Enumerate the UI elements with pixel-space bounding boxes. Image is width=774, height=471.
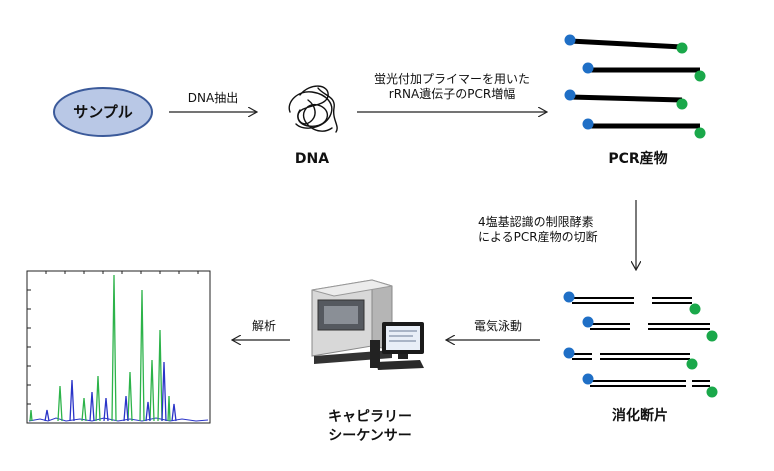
step-pcr-label: 蛍光付加プライマーを用いた rRNA遺伝子のPCR増幅 [352, 72, 552, 102]
sample-label: サンプル [73, 103, 133, 121]
digest-fragments [563, 291, 718, 398]
digest-label: 消化断片 [612, 408, 668, 424]
sequencer-label: キャピラリー シーケンサー [300, 408, 440, 446]
pcr-strand [564, 89, 688, 110]
sequencer-label-line-1: キャピラリー [328, 409, 412, 425]
fragment-set [582, 316, 718, 342]
axis-ticks [27, 271, 199, 405]
step-pcr-line-1: 蛍光付加プライマーを用いた [373, 72, 530, 86]
sequencer-device-icon [311, 279, 424, 370]
step-pcr-line-2: rRNA遺伝子のPCR増幅 [388, 87, 516, 101]
step-extract-label: DNA抽出 [187, 91, 239, 105]
dna-tangle-icon [288, 85, 338, 133]
pcr-product-label: PCR産物 [608, 151, 668, 167]
pcr-strand [582, 62, 706, 82]
pcr-strand [582, 118, 706, 139]
step-digest-label: 4塩基認識の制限酵素 によるPCR産物の切断 [478, 215, 628, 245]
step-digest-line-2: によるPCR産物の切断 [478, 230, 598, 244]
dna-label: DNA [294, 151, 330, 167]
sample-ellipse [53, 87, 153, 137]
fragment-set [582, 373, 718, 398]
sequencer-label-line-2: シーケンサー [328, 428, 412, 444]
electropherogram [26, 270, 211, 424]
fragment-set [563, 347, 698, 370]
fragment-set [563, 291, 701, 315]
step-digest-line-1: 4塩基認識の制限酵素 [478, 215, 594, 229]
pcr-strand [564, 34, 688, 54]
pcr-products [564, 34, 706, 139]
step-analysis-label: 解析 [251, 319, 276, 333]
step-electrophoresis-label: 電気泳動 [473, 319, 522, 333]
